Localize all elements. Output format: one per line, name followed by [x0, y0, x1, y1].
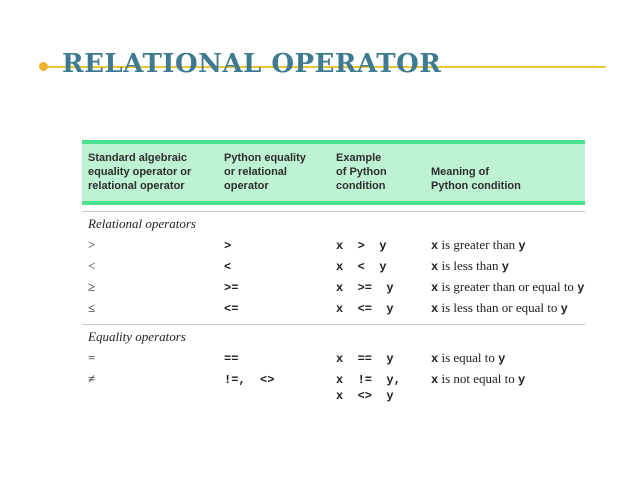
section-title-relational: Relational operators: [82, 211, 585, 234]
cell-example: x < y: [336, 260, 387, 274]
cell-meaning: x is greater than or equal to y: [431, 279, 585, 295]
cell-meaning: x is less than or equal to y: [431, 300, 568, 316]
cell-python-operator: >: [224, 239, 232, 253]
cell-example: x >= y: [336, 281, 394, 295]
slide-title: RELATIONAL OPERATOR: [62, 49, 442, 80]
cell-meaning: x is equal to y: [431, 350, 506, 366]
cell-python-operator: >=: [224, 281, 239, 295]
cell-example: x > y: [336, 239, 387, 253]
cell-meaning: x is less than y: [431, 258, 509, 274]
table-row: ≠ !=, <> x != y,x <> y x is not equal to…: [82, 368, 585, 406]
cell-algebraic-operator: ≥: [88, 279, 96, 294]
table-row: ≤ <= x <= y x is less than or equal to y: [82, 297, 585, 318]
table-row: < < x < y x is less than y: [82, 255, 585, 276]
cell-algebraic-operator: ≠: [88, 371, 96, 386]
cell-algebraic-operator: ≤: [88, 300, 96, 315]
cell-python-operator: !=, <>: [224, 373, 275, 387]
cell-meaning: x is greater than y: [431, 237, 526, 253]
cell-python-operator: <: [224, 260, 232, 274]
table-row: > > x > y x is greater than y: [82, 234, 585, 255]
section-title-equality: Equality operators: [82, 324, 585, 347]
cell-example: x <= y: [336, 302, 394, 316]
table-row: = == x == y x is equal to y: [82, 347, 585, 368]
cell-python-operator: <=: [224, 302, 239, 316]
cell-python-operator: ==: [224, 352, 239, 366]
cell-example: x != y,x <> y: [336, 373, 401, 403]
table-row: ≥ >= x >= y x is greater than or equal t…: [82, 276, 585, 297]
cell-algebraic-operator: >: [88, 237, 96, 252]
cell-meaning: x is not equal to y: [431, 371, 526, 387]
title-underline: [48, 66, 606, 68]
cell-example: x == y: [336, 352, 394, 366]
cell-algebraic-operator: <: [88, 258, 96, 273]
cell-algebraic-operator: =: [88, 350, 96, 365]
title-bullet-icon: [39, 62, 48, 71]
